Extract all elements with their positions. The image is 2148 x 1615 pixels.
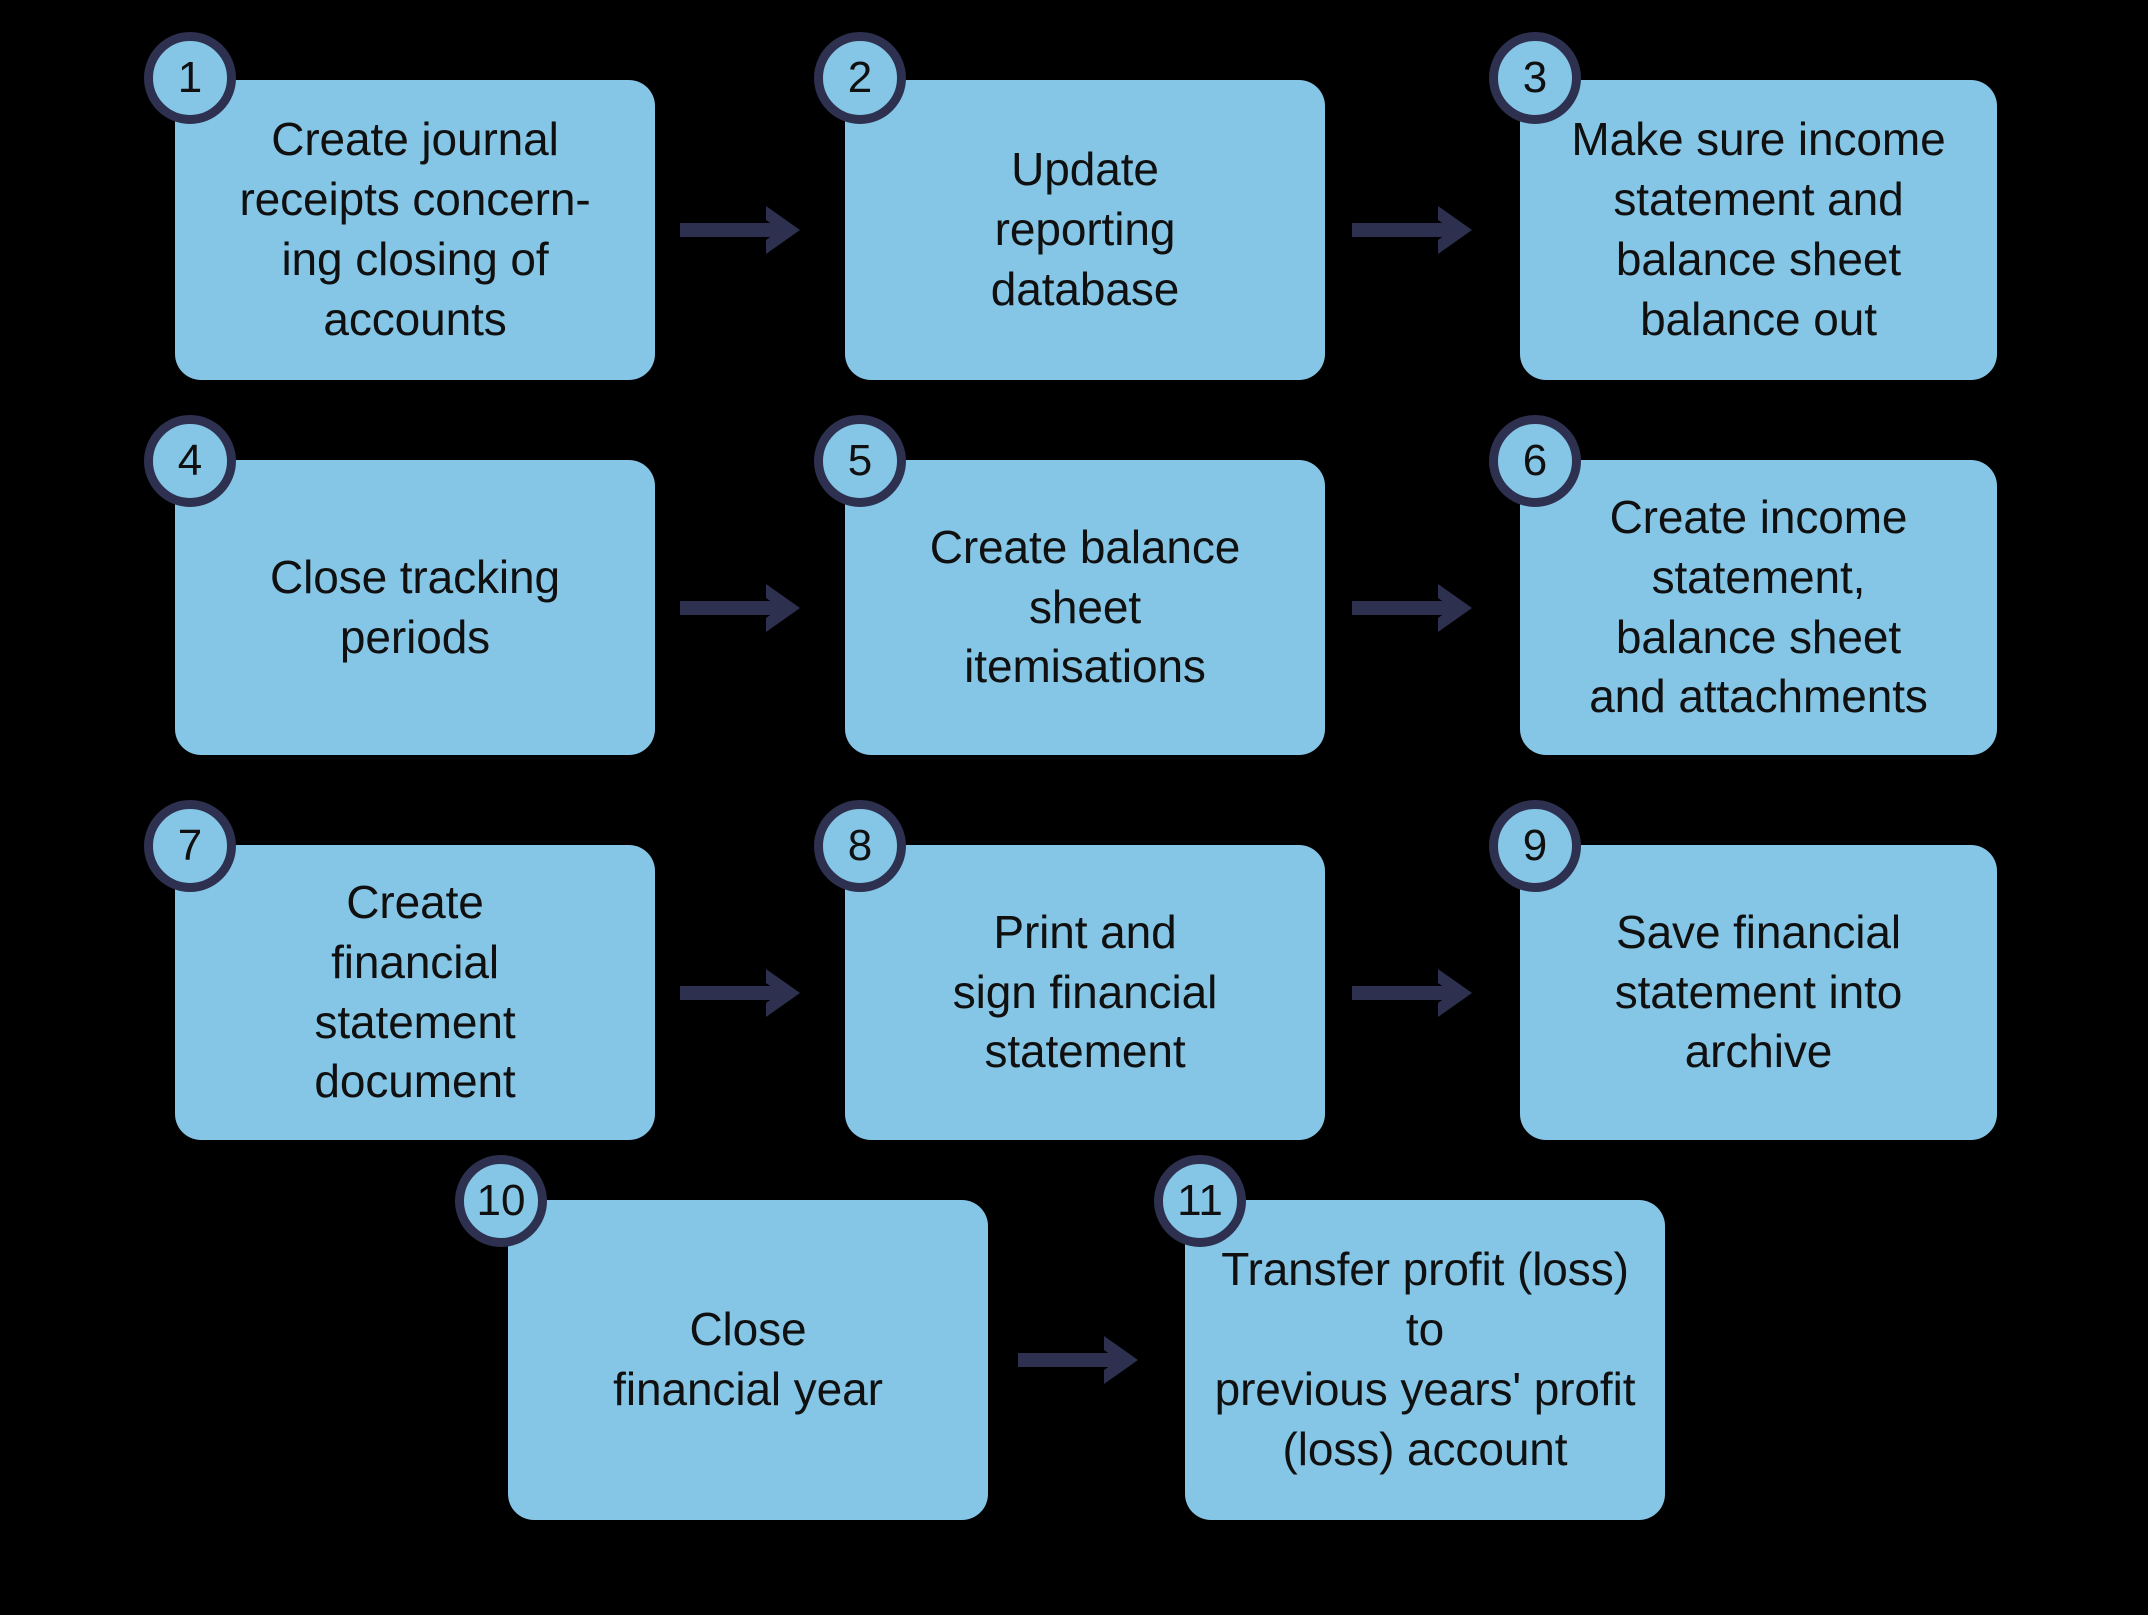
process-step-1[interactable]: Create journal receipts concern- ing clo… bbox=[175, 80, 655, 380]
step-number-badge-7: 7 bbox=[144, 800, 236, 892]
process-step-9-label: Save financial statement into archive bbox=[1614, 905, 1903, 1078]
step-number-badge-1-text: 1 bbox=[177, 53, 203, 102]
step-number-badge-11: 11 bbox=[1154, 1155, 1246, 1247]
step-number-badge-3-text: 3 bbox=[1522, 53, 1548, 102]
process-step-11[interactable]: Transfer profit (loss) to previous years… bbox=[1185, 1200, 1665, 1520]
arrow-7-to-8 bbox=[680, 963, 820, 1023]
process-step-5-label: Create balance sheet itemisations bbox=[929, 520, 1241, 693]
step-number-badge-8: 8 bbox=[814, 800, 906, 892]
step-number-badge-10: 10 bbox=[455, 1155, 547, 1247]
process-step-4[interactable]: Close tracking periods bbox=[175, 460, 655, 755]
process-step-3[interactable]: Make sure income statement and balance s… bbox=[1520, 80, 1997, 380]
process-step-6[interactable]: Create income statement, balance sheet a… bbox=[1520, 460, 1997, 755]
process-step-5[interactable]: Create balance sheet itemisations bbox=[845, 460, 1325, 755]
arrow-10-to-11 bbox=[1018, 1330, 1158, 1390]
step-number-badge-6-text: 6 bbox=[1522, 436, 1548, 485]
process-step-8[interactable]: Print and sign financial statement bbox=[845, 845, 1325, 1140]
step-number-badge-5: 5 bbox=[814, 415, 906, 507]
arrow-4-to-5 bbox=[680, 578, 820, 638]
step-number-badge-3: 3 bbox=[1489, 32, 1581, 124]
process-step-3-label: Make sure income statement and balance s… bbox=[1571, 113, 1946, 345]
step-number-badge-6: 6 bbox=[1489, 415, 1581, 507]
process-step-6-label: Create income statement, balance sheet a… bbox=[1589, 490, 1928, 723]
process-step-10[interactable]: Close financial year bbox=[508, 1200, 988, 1520]
arrow-5-to-6 bbox=[1352, 578, 1492, 638]
process-step-7-label: Create financial statement document bbox=[314, 875, 516, 1108]
process-step-10-label: Close financial year bbox=[613, 1303, 883, 1415]
process-step-8-label: Print and sign financial statement bbox=[952, 905, 1218, 1078]
step-number-badge-7-text: 7 bbox=[177, 821, 203, 870]
step-number-badge-8-text: 8 bbox=[847, 821, 873, 870]
process-step-7[interactable]: Create financial statement document bbox=[175, 845, 655, 1140]
arrow-2-to-3 bbox=[1352, 200, 1492, 260]
process-step-9[interactable]: Save financial statement into archive bbox=[1520, 845, 1997, 1140]
process-step-11-label: Transfer profit (loss) to previous years… bbox=[1214, 1243, 1636, 1475]
process-step-1-label: Create journal receipts concern- ing clo… bbox=[239, 113, 591, 345]
step-number-badge-2-text: 2 bbox=[847, 53, 873, 102]
step-number-badge-9: 9 bbox=[1489, 800, 1581, 892]
step-number-badge-4-text: 4 bbox=[177, 436, 203, 485]
step-number-badge-10-text: 10 bbox=[476, 1176, 526, 1225]
process-step-2-label: Update reporting database bbox=[990, 143, 1180, 315]
step-number-badge-2: 2 bbox=[814, 32, 906, 124]
step-number-badge-9-text: 9 bbox=[1522, 821, 1548, 870]
step-number-badge-1: 1 bbox=[144, 32, 236, 124]
arrow-1-to-2 bbox=[680, 200, 820, 260]
arrow-8-to-9 bbox=[1352, 963, 1492, 1023]
step-number-badge-11-text: 11 bbox=[1177, 1176, 1223, 1225]
step-number-badge-5-text: 5 bbox=[847, 436, 873, 485]
step-number-badge-4: 4 bbox=[144, 415, 236, 507]
process-step-2[interactable]: Update reporting database bbox=[845, 80, 1325, 380]
process-step-4-label: Close tracking periods bbox=[269, 550, 561, 663]
